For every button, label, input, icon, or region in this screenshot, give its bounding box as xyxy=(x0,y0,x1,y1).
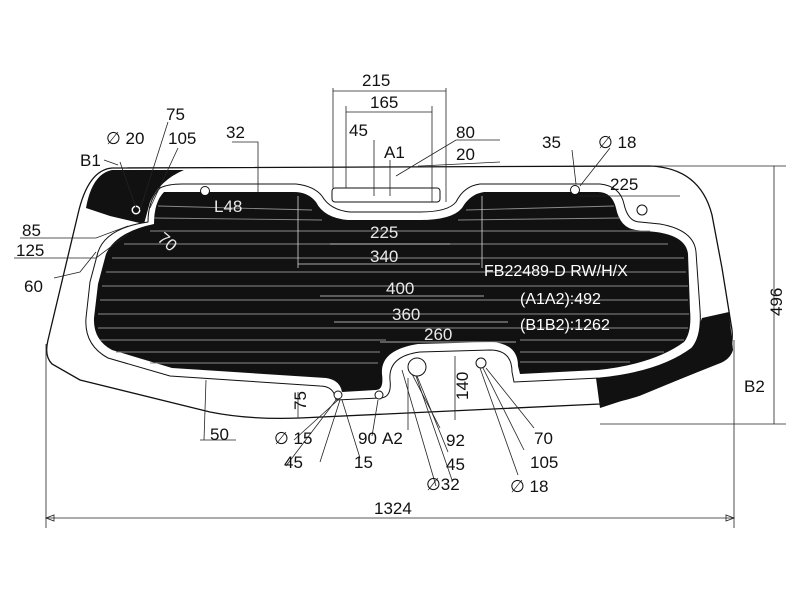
dim-105-top: 105 xyxy=(168,129,196,148)
dim-20-top: 20 xyxy=(456,145,475,164)
hole-right xyxy=(636,204,648,216)
part-code: FB22489-D RW/H/X xyxy=(484,263,628,280)
top-band xyxy=(190,168,680,184)
heated-area xyxy=(93,192,691,392)
inner-dimension-lines xyxy=(297,196,516,343)
dim-45-left: 45 xyxy=(284,453,303,472)
heater-grid xyxy=(98,205,689,364)
dim-45-top: 45 xyxy=(349,121,368,140)
hole-bottom-mid xyxy=(374,390,384,400)
dim-496: 496 xyxy=(767,288,786,316)
hole-bottom-left xyxy=(333,390,343,400)
hole-top-left xyxy=(200,186,210,196)
dim-d18-bottom: ∅ 18 xyxy=(510,477,548,496)
dim-140: 140 xyxy=(453,372,472,400)
dim-50: 50 xyxy=(210,425,229,444)
dim-d20: ∅ 20 xyxy=(106,129,144,148)
dim-225-inner: 225 xyxy=(370,223,398,242)
hole-top-right xyxy=(570,185,580,195)
spec-b1b2: (B1B2):1262 xyxy=(520,317,610,334)
brake-light-window xyxy=(331,187,441,203)
hole-wiper xyxy=(407,357,427,377)
dim-d15: ∅ 15 xyxy=(274,429,312,448)
dim-215: 215 xyxy=(362,71,390,90)
dim-85: 85 xyxy=(22,221,41,240)
dim-92: 92 xyxy=(446,431,465,450)
dim-225-right: 225 xyxy=(610,175,638,194)
dim-260: 260 xyxy=(424,325,452,344)
spec-a1a2: (A1A2):492 xyxy=(520,291,601,308)
black-patch-top-left xyxy=(86,170,184,224)
dim-l48: L48 xyxy=(214,197,242,216)
dim-80: 80 xyxy=(456,123,475,142)
dim-360: 360 xyxy=(392,305,420,324)
hole-bottom-right xyxy=(475,357,487,369)
dim-d32: ∅32 xyxy=(426,475,460,494)
dim-70-bottom: 70 xyxy=(534,429,553,448)
dimension-lines xyxy=(14,88,786,528)
dim-75-bottom: 75 xyxy=(291,391,310,410)
dim-15: 15 xyxy=(354,453,373,472)
dim-32: 32 xyxy=(226,123,245,142)
label-b1: B1 xyxy=(80,151,101,170)
black-patch-bottom-right xyxy=(596,312,733,408)
dim-105-bottom: 105 xyxy=(530,453,558,472)
dim-125: 125 xyxy=(16,241,44,260)
dim-60: 60 xyxy=(24,277,43,296)
label-a1: A1 xyxy=(384,143,405,162)
dim-400: 400 xyxy=(386,279,414,298)
dim-75-top: 75 xyxy=(166,105,185,124)
dim-90: 90 xyxy=(358,429,377,448)
hole-b1-dot xyxy=(133,207,139,213)
dim-d18-top: ∅ 18 xyxy=(598,133,636,152)
dim-165: 165 xyxy=(370,93,398,112)
label-a2: A2 xyxy=(382,429,403,448)
dim-45-mid: 45 xyxy=(446,455,465,474)
dim-340: 340 xyxy=(370,247,398,266)
dim-35: 35 xyxy=(542,133,561,152)
dim-1324: 1324 xyxy=(374,499,412,518)
label-b2: B2 xyxy=(744,377,765,396)
